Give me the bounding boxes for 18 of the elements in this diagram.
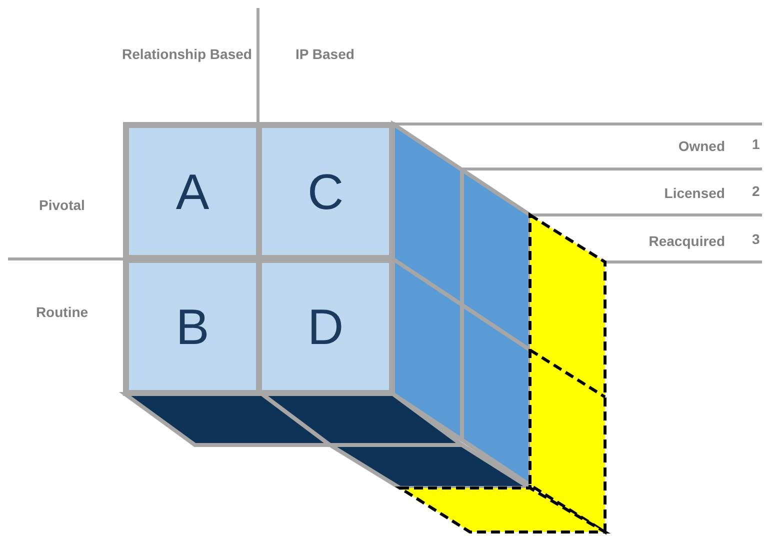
matrix-cell	[258, 124, 393, 259]
axis-label: Relationship Based	[122, 46, 252, 63]
axis-label: Routine	[34, 304, 90, 321]
axis-label: Licensed	[664, 185, 725, 202]
cell-letter: D	[307, 302, 344, 352]
matrix-cell	[125, 259, 260, 394]
row-number: 2	[752, 183, 760, 200]
axis-label: Pivotal	[38, 197, 86, 214]
axis-label: IP Based	[294, 46, 356, 63]
matrix-cell	[125, 124, 260, 259]
cell-letter: C	[307, 166, 344, 216]
cell-letter: B	[176, 302, 210, 352]
cell-letter: A	[176, 166, 210, 216]
matrix-cell	[258, 259, 393, 394]
row-number: 1	[752, 136, 760, 153]
row-number: 3	[752, 231, 760, 248]
axis-label: Reacquired	[648, 233, 725, 250]
axis-label: Owned	[678, 138, 725, 155]
